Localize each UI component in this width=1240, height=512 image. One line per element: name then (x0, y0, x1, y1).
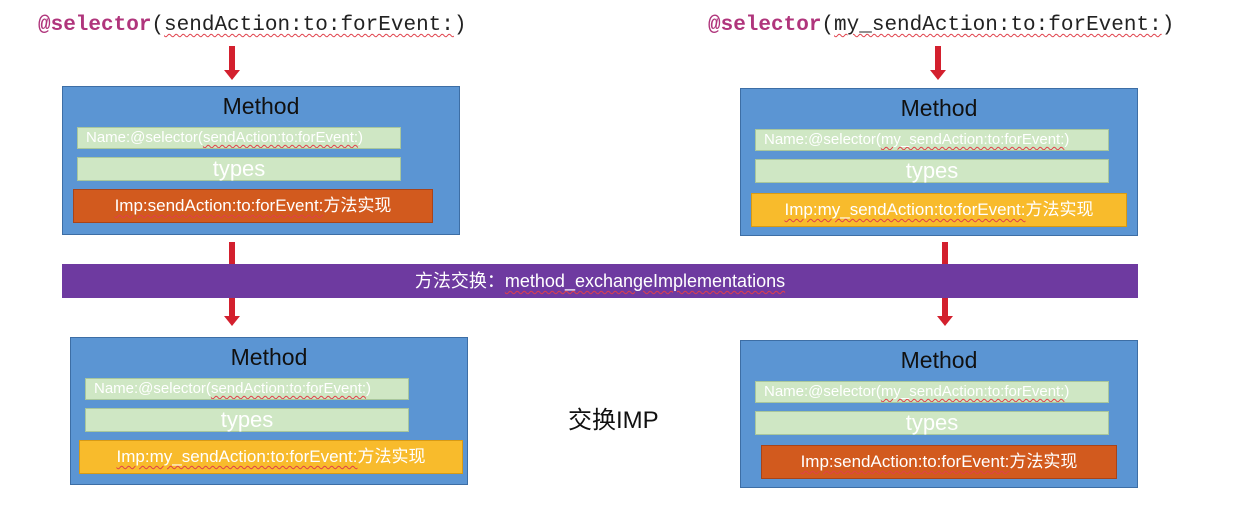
method-name-field: Name:@selector(sendAction:to:forEvent:) (77, 127, 401, 149)
method-box-top-right: Method Name:@selector(my_sendAction:to:f… (740, 88, 1138, 236)
selector-open-paren: ( (821, 14, 835, 37)
selector-keyword: @selector (38, 14, 152, 37)
method-name-field: Name:@selector(my_sendAction:to:forEvent… (755, 381, 1109, 403)
exchange-banner: 方法交换：method_exchangeImplementations (62, 264, 1138, 298)
selector-close-paren: ) (1161, 14, 1175, 37)
method-name-field: Name:@selector(sendAction:to:forEvent:) (85, 378, 409, 400)
method-name-field: Name:@selector(my_sendAction:to:forEvent… (755, 129, 1109, 151)
method-title: Method (230, 344, 308, 370)
exchange-function-name: method_exchangeImplementations (504, 271, 786, 291)
method-types-field: types (85, 408, 409, 432)
exchange-banner-prefix: 方法交换： (414, 271, 505, 291)
method-box-bottom-right: Method Name:@selector(my_sendAction:to:f… (740, 340, 1138, 488)
method-imp-field: Imp:sendAction:to:forEvent:方法实现 (761, 445, 1117, 479)
method-imp-field: Imp:sendAction:to:forEvent:方法实现 (73, 189, 433, 223)
method-title: Method (900, 347, 978, 373)
method-title: Method (900, 95, 978, 121)
selector-name: my_sendAction:to:forEvent: (834, 14, 1162, 37)
selector-keyword: @selector (708, 14, 822, 37)
selector-open-paren: ( (151, 14, 165, 37)
swap-imp-label: 交换IMP (568, 407, 659, 434)
selector-name: sendAction:to:forEvent: (164, 14, 454, 37)
selector-left: @selector(sendAction:to:forEvent:) (38, 14, 467, 37)
method-title: Method (222, 93, 300, 119)
method-types-field: types (755, 159, 1109, 183)
method-box-bottom-left: Method Name:@selector(sendAction:to:forE… (70, 337, 468, 485)
method-box-top-left: Method Name:@selector(sendAction:to:forE… (62, 86, 460, 235)
method-types-field: types (77, 157, 401, 181)
selector-close-paren: ) (453, 14, 467, 37)
method-imp-field: Imp:my_sendAction:to:forEvent:方法实现 (79, 440, 463, 474)
method-types-field: types (755, 411, 1109, 435)
method-imp-field: Imp:my_sendAction:to:forEvent:方法实现 (751, 193, 1127, 227)
selector-right: @selector(my_sendAction:to:forEvent:) (708, 14, 1174, 37)
